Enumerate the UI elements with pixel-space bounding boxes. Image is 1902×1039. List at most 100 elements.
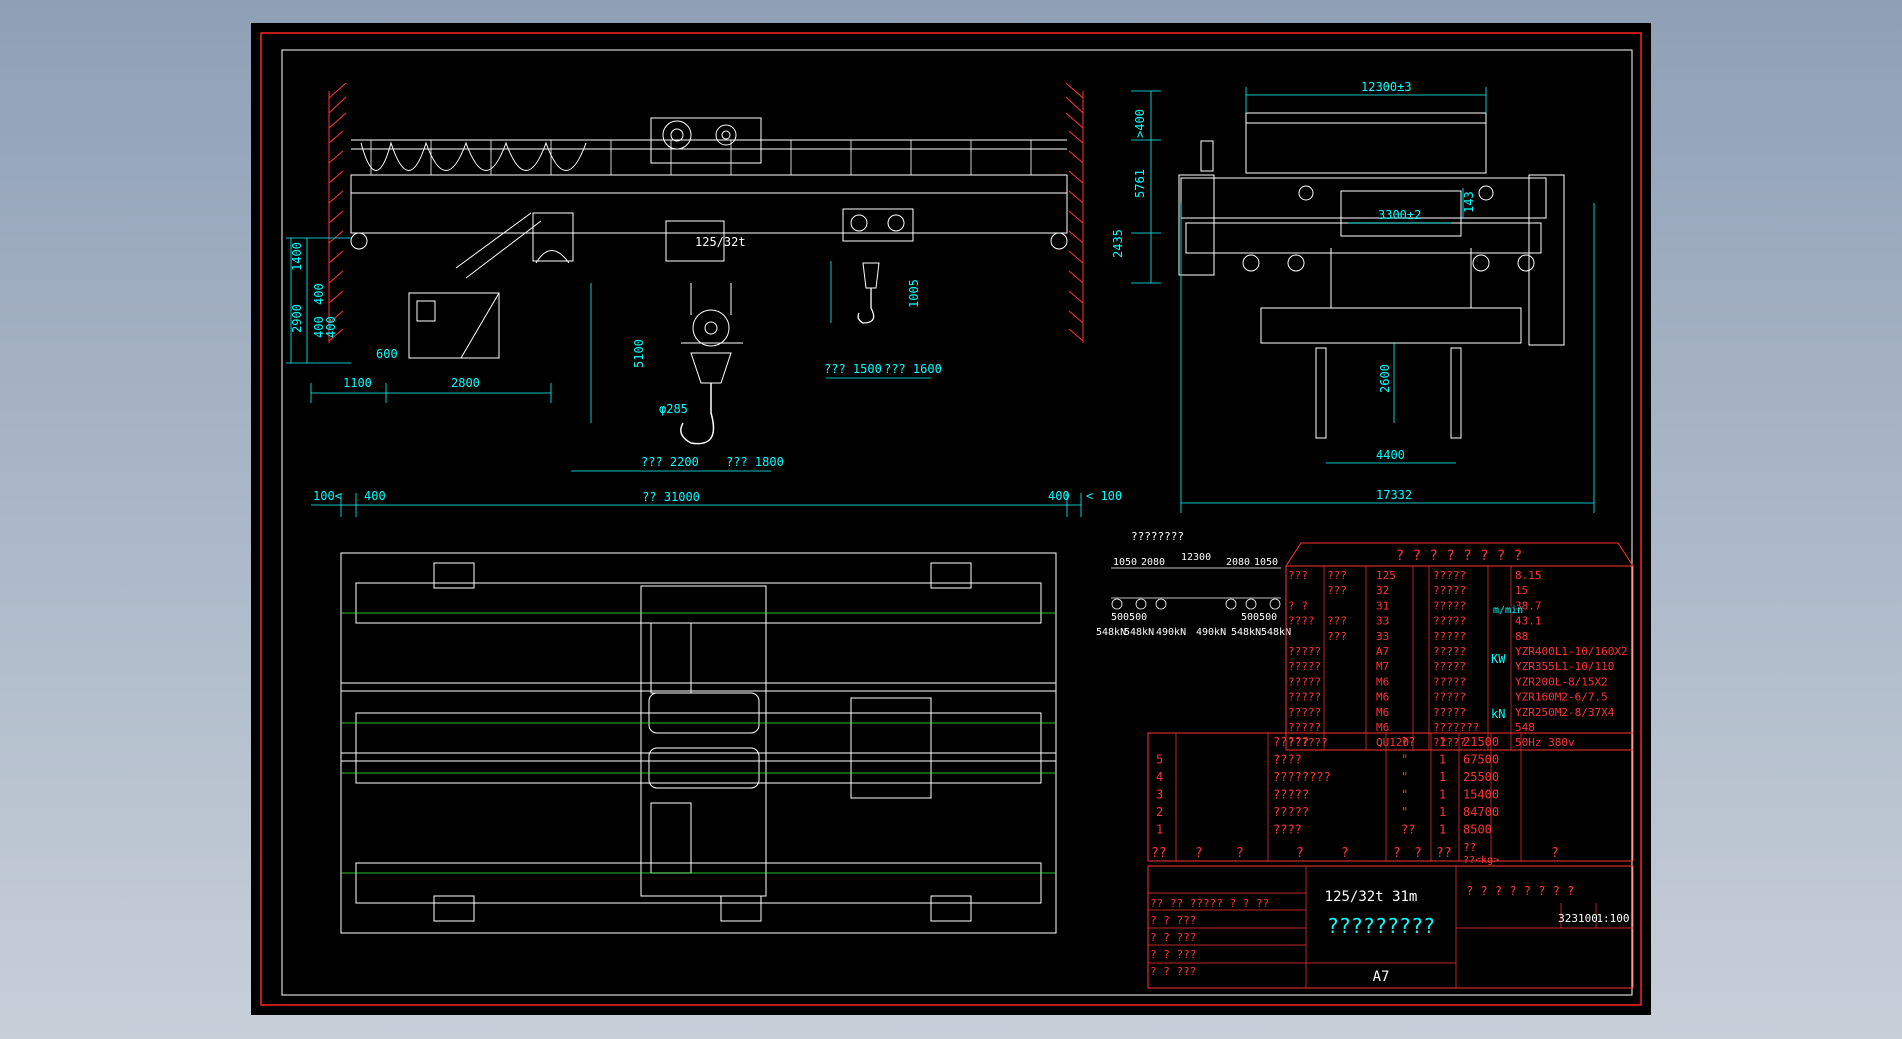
spec-row-c3: M6 [1376, 706, 1389, 719]
wl-sub: 500500 [1111, 612, 1147, 623]
spec-row-c2: ??? [1327, 630, 1347, 643]
unit-force: kN [1491, 707, 1505, 721]
drawing-sheet[interactable]: ?? 31000 100< 400 400 < 100 5761 >400 24… [251, 23, 1651, 1015]
tb-scale: 1:100 [1596, 912, 1629, 925]
dim-main-right: ??? 1800 [726, 455, 784, 469]
part-row-no: 1 [1156, 823, 1163, 837]
spec-row-c1: ?????? [1288, 736, 1328, 749]
spec-row-c4: ??????? [1433, 721, 1479, 734]
spec-row-c4: ????? [1433, 645, 1466, 658]
spec-row-value: YZR400L1-10/160X2 [1515, 645, 1628, 658]
wl-sub2: 500500 [1241, 612, 1277, 623]
main-hook [680, 283, 743, 445]
spec-row-c3: 33 [1376, 615, 1389, 628]
part-row-qty: 1 [1439, 735, 1446, 749]
wl-span-3: 12300 [1181, 552, 1211, 563]
part-row-qty: 1 [1439, 805, 1446, 819]
part-row-mass: 8500 [1463, 823, 1492, 837]
plan-trolley [640, 585, 767, 897]
inner-border [281, 49, 1633, 996]
dim-right-400: 400 [1048, 489, 1070, 503]
dim-span: ?? 31000 [642, 490, 700, 504]
part-row-name: ????? [1273, 735, 1309, 749]
parts-header: ?? ? ? ? ? ? ? ?? ?? ??<kg> ? [1151, 841, 1559, 866]
ph-7: ? [1414, 846, 1422, 861]
dim-5761: 5761 [1133, 169, 1147, 198]
part-row-material: " [1401, 770, 1408, 784]
wheel-load-diagram: ???????? 1050 2080 12300 2080 1050 50050… [1096, 530, 1291, 638]
spec-row-value: YZR355L1-10/110 [1515, 660, 1614, 673]
ph-9: ?? [1463, 841, 1476, 854]
spec-row-value: YZR200L-8/15X2 [1515, 675, 1608, 688]
tb-left-2: ? ? ??? [1150, 914, 1196, 927]
spec-row-c1: ????? [1288, 645, 1321, 658]
wl-load-6: 548kN [1261, 627, 1291, 638]
spec-row-c4: ????? [1433, 660, 1466, 673]
unit-speed: m/min [1493, 605, 1523, 616]
part-row-mass: 15400 [1463, 788, 1499, 802]
part-row-material: ?? [1401, 823, 1415, 837]
dim-2900: 2900 [290, 304, 304, 333]
elevation-view [328, 82, 1084, 445]
ph-5: ? [1341, 846, 1349, 861]
spec-row-value: 15 [1515, 584, 1528, 597]
part-row-name: ???????? [1273, 770, 1331, 784]
part-row-qty: 1 [1439, 823, 1446, 837]
spec-row-value: 43.1 [1515, 615, 1542, 628]
tb-left-3: ? ? ??? [1150, 931, 1196, 944]
wheel-load-title: ???????? [1131, 530, 1184, 543]
spec-row-c1: ? ? [1288, 599, 1308, 612]
spec-row-c3: QU120 [1376, 736, 1409, 749]
part-row-material: " [1401, 788, 1408, 802]
dim-hook-dia: φ285 [659, 402, 688, 416]
spec-row-value: YZR250M2-8/37X4 [1515, 706, 1615, 719]
spec-row-c1: ????? [1288, 721, 1321, 734]
spec-row-c4: ????? [1433, 706, 1466, 719]
spec-row-c4: ????? [1433, 569, 1466, 582]
dim-aux-left: ??? 1500 [824, 362, 882, 376]
right-wheel [1050, 232, 1068, 250]
spec-row-c3: M7 [1376, 660, 1389, 673]
main-girder [350, 174, 1068, 234]
spec-row-c3: 125 [1376, 569, 1396, 582]
tb-material: A7 [1373, 969, 1390, 985]
tb-small: ? ? ? ? ? ? ? ? [1466, 884, 1574, 898]
spec-row-c1: ????? [1288, 691, 1321, 704]
spec-row-c2: ??? [1327, 569, 1347, 582]
tb-line1: 125/32t 31m [1325, 889, 1418, 905]
part-row-material: " [1401, 805, 1408, 819]
tb-left-5: ? ? ??? [1150, 965, 1196, 978]
dim-400c: 400 [324, 316, 338, 338]
part-row-name: ???? [1273, 823, 1302, 837]
dim-right-clear: < 100 [1086, 489, 1122, 503]
spec-row-c2: ??? [1327, 615, 1347, 628]
ph-4: ? [1296, 846, 1304, 861]
spec-row-c3: M6 [1376, 691, 1389, 704]
wl-span-5: 1050 [1254, 557, 1278, 568]
plan-view [340, 552, 1057, 934]
spec-row-c1: ??? [1288, 569, 1308, 582]
dim-aux-right: ??? 1600 [884, 362, 942, 376]
left-wall [328, 82, 347, 343]
dim-400a: 400 [312, 283, 326, 305]
dim-overall: 17332 [1376, 488, 1412, 502]
dim-4400: 4400 [1376, 448, 1405, 462]
spec-row-c1: ????? [1288, 706, 1321, 719]
dim-gauge: 3300±2 [1378, 208, 1421, 222]
dim-400b: 400 [312, 316, 326, 338]
part-row-no: 4 [1156, 770, 1163, 784]
capacity-plate [665, 220, 725, 262]
dim-left-clear: 100< [313, 489, 342, 503]
ph-8: ?? [1436, 846, 1452, 861]
part-row-name: ???? [1273, 753, 1302, 767]
part-row-mass: 21500 [1463, 735, 1499, 749]
dim-1400: 1400 [290, 242, 304, 271]
cad-drawing: ?? 31000 100< 400 400 < 100 5761 >400 24… [260, 32, 1642, 1006]
dim-143: 143 [1462, 191, 1476, 213]
spec-row-c4: ????? [1433, 630, 1466, 643]
tb-left-4: ? ? ??? [1150, 948, 1196, 961]
dim-400-top: >400 [1133, 109, 1147, 138]
ph-6: ? [1393, 846, 1401, 861]
spec-row-c3: 32 [1376, 584, 1389, 597]
